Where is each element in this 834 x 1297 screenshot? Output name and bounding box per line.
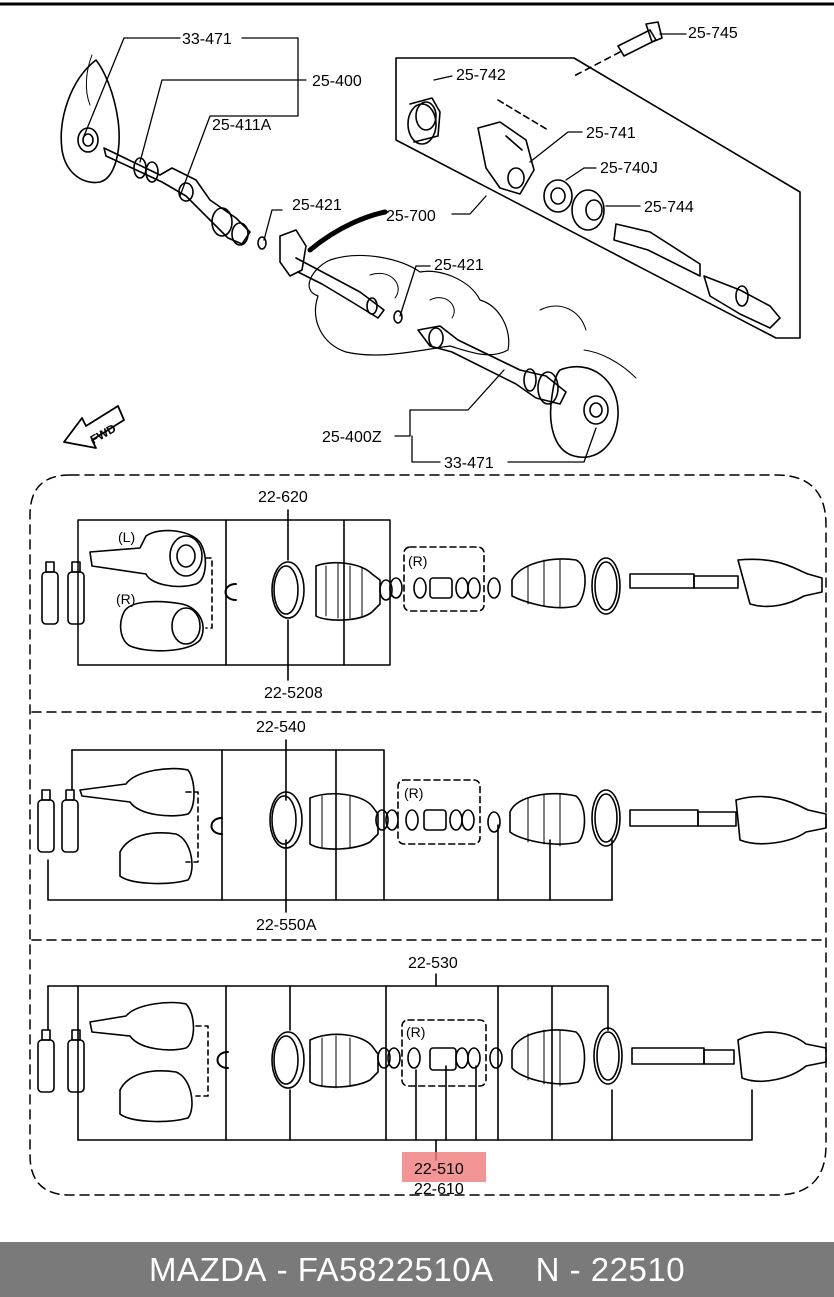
panel-1	[41, 509, 823, 681]
callout-25-700: 25-700	[386, 208, 436, 225]
footer-separator: -	[276, 1250, 289, 1288]
callout-33-471-bottom: 33-471	[444, 455, 494, 472]
panel3-callout-22-610: 22-610	[414, 1181, 464, 1198]
center-joint	[257, 229, 403, 324]
panel2-callout-bottom: 22-550A	[256, 917, 317, 934]
callout-25-421-right: 25-421	[434, 257, 484, 274]
right-driveshaft	[417, 325, 567, 405]
panel1-tag-right: (R)	[116, 591, 135, 607]
left-driveshaft	[103, 147, 251, 246]
brand-name: MAZDA	[148, 1250, 267, 1288]
intermediate-shaft-box	[395, 21, 801, 339]
callout-25-741: 25-741	[586, 125, 636, 142]
callout-25-740j: 25-740J	[600, 160, 658, 177]
panel-3	[37, 973, 827, 1182]
panel-2	[37, 739, 827, 913]
transmission-case	[307, 209, 510, 356]
exploded-parts-diagram: FWD 33-471 25-400 25-411A 25-421 25-700 …	[0, 2, 834, 1198]
callout-25-745: 25-745	[688, 25, 738, 42]
ref-number: 22510	[590, 1250, 686, 1288]
panel2-tag-r: (R)	[404, 785, 423, 801]
callout-25-400z: 25-400Z	[322, 429, 382, 446]
panel3-callout-22-510: 22-510	[414, 1161, 464, 1178]
panel3-tag-r: (R)	[406, 1024, 425, 1040]
top-leader-lines	[83, 33, 687, 463]
callout-25-421-left: 25-421	[292, 197, 342, 214]
part-number: FA5822510A	[297, 1250, 494, 1288]
callout-33-471-top: 33-471	[182, 31, 232, 48]
panel1-tag-r: (R)	[408, 553, 427, 569]
fwd-arrow: FWD	[63, 405, 125, 449]
highlight-22-510	[402, 1152, 486, 1182]
callout-25-742: 25-742	[456, 67, 506, 84]
fwd-label: FWD	[88, 421, 119, 447]
right-hub	[539, 305, 637, 458]
top-assembly: FWD	[60, 21, 801, 463]
ref-prefix: N	[535, 1250, 560, 1288]
panel1-callout-bottom: 22-5208	[264, 685, 323, 702]
dashed-panel-border	[29, 474, 827, 1196]
callout-25-400: 25-400	[312, 73, 362, 90]
panel1-tag-left: (L)	[118, 529, 135, 545]
panel2-callout-top: 22-540	[256, 719, 306, 736]
callout-25-411a: 25-411A	[212, 117, 272, 134]
panel3-callout-top: 22-530	[408, 955, 458, 972]
panel1-callout-top: 22-620	[258, 489, 308, 506]
left-hub	[60, 54, 120, 184]
callout-25-744: 25-744	[644, 199, 694, 216]
